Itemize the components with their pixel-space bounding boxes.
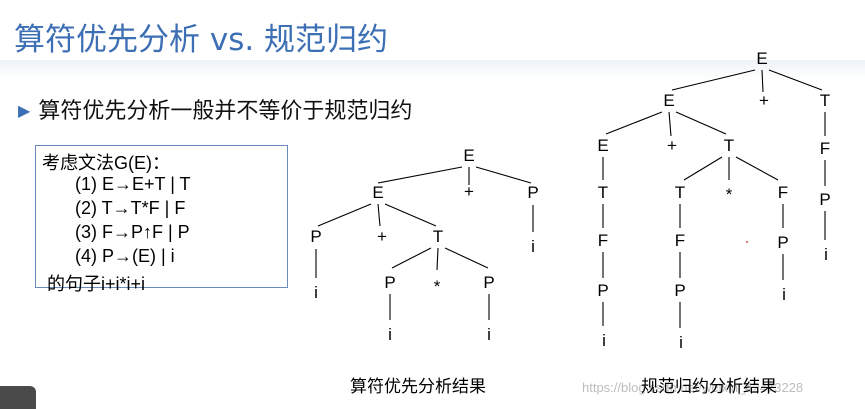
tree-node: T xyxy=(675,183,685,202)
tree-node: P xyxy=(597,281,608,300)
tree-node: P xyxy=(527,183,538,202)
caption-operator-precedence: 算符优先分析结果 xyxy=(350,377,486,397)
grammar-box xyxy=(35,145,288,288)
tree-node: P xyxy=(310,227,321,246)
tree-node: T xyxy=(820,91,830,110)
tree-node: P xyxy=(777,233,788,252)
tree-node: i xyxy=(388,325,392,344)
tree-node: P xyxy=(483,273,494,292)
canonical-reduction-tree: E E + T F P i E + T T F P i T * F F P xyxy=(597,49,830,352)
tree-node: i xyxy=(487,325,491,344)
tree-node: E xyxy=(463,146,474,165)
stray-dot xyxy=(746,241,748,243)
tree-node: + xyxy=(759,91,769,110)
grammar-footer: 的句子i+i*i+i xyxy=(47,274,146,294)
tree-node: i xyxy=(531,237,535,256)
caption-canonical-reduction: 规范归约分析结果 xyxy=(641,377,777,397)
tree-node: i xyxy=(824,245,828,264)
tree-node: P xyxy=(819,190,830,209)
grammar-rule-1: (1) E→E+T | T xyxy=(75,174,191,194)
tree-node: E xyxy=(597,136,608,155)
tree-node: E xyxy=(663,91,674,110)
operator-precedence-tree: E E + P i P + T i P * P i i xyxy=(310,146,538,344)
tree-node: + xyxy=(464,182,474,201)
tree-node: i xyxy=(782,285,786,304)
grammar-header: 考虑文法G(E)： xyxy=(42,153,170,173)
tree-node: P xyxy=(674,281,685,300)
tree-node: i xyxy=(679,333,683,352)
tree-node: T xyxy=(433,227,443,246)
tree-node: F xyxy=(598,231,608,250)
tree-node: * xyxy=(726,185,733,204)
tree-node: T xyxy=(724,136,734,155)
watermark: https://blog.csdn.net/weixin_42473228 xyxy=(582,380,804,395)
tree-node: i xyxy=(314,283,318,302)
tree-node: * xyxy=(434,277,441,296)
tree-node: T xyxy=(598,183,608,202)
tree-node: E xyxy=(756,49,767,68)
slide-title: 算符优先分析 vs. 规范归约 xyxy=(14,22,389,58)
tree-node: E xyxy=(372,183,383,202)
bullet-point: ▶ 算符优先分析一般并不等价于规范归约 xyxy=(18,93,412,125)
tree-node: + xyxy=(377,227,387,246)
tree-node: F xyxy=(675,231,685,250)
tree-node: + xyxy=(667,136,677,155)
grammar-rule-3: (3) F→P↑F | P xyxy=(75,222,190,242)
grammar-rule-4: (4) P→(E) | i xyxy=(75,246,175,266)
tree-node: i xyxy=(602,331,606,350)
bullet-text: 算符优先分析一般并不等价于规范归约 xyxy=(38,99,413,124)
corner-control[interactable] xyxy=(0,386,36,409)
title-band xyxy=(0,60,865,80)
bullet-triangle-icon: ▶ xyxy=(18,101,31,120)
grammar-rule-2: (2) T→T*F | F xyxy=(75,198,186,218)
tree-node: P xyxy=(384,273,395,292)
tree-node: F xyxy=(778,183,788,202)
tree-node: F xyxy=(820,139,830,158)
